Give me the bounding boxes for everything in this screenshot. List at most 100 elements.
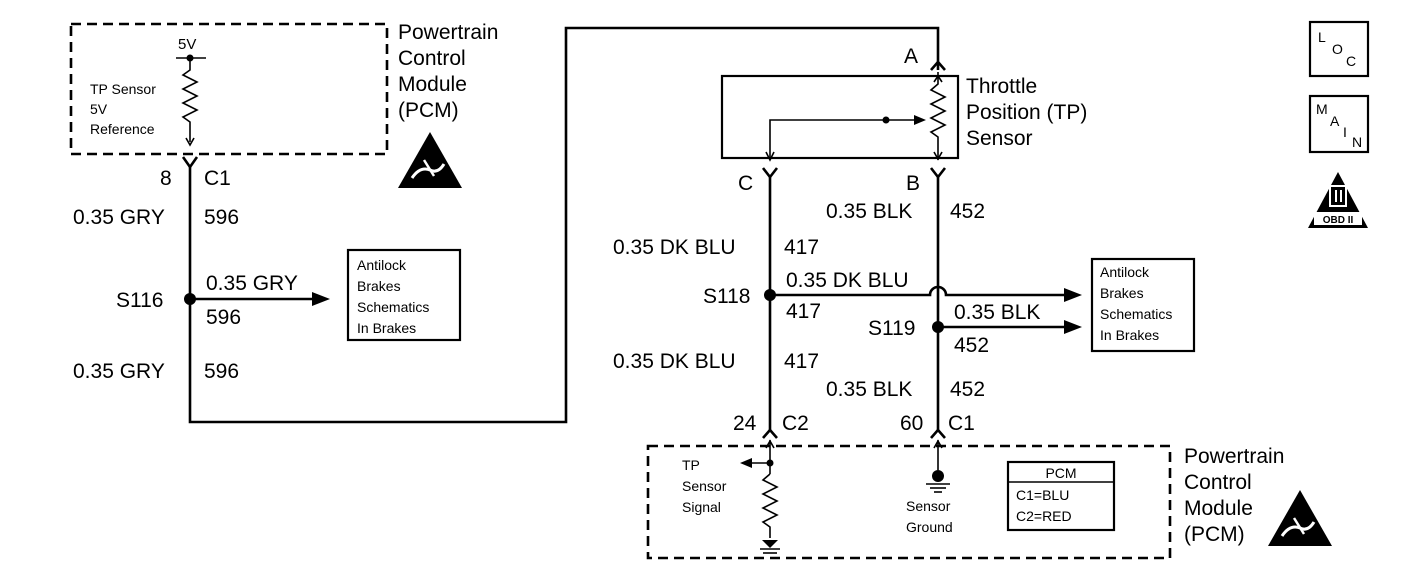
arrow-right-icon bbox=[1064, 320, 1082, 334]
signal-pin-connector bbox=[762, 428, 778, 439]
s118-label: S118 bbox=[703, 285, 751, 308]
loc-letter-l: L bbox=[1318, 29, 1326, 45]
abs-left-line-1: Antilock bbox=[357, 257, 407, 273]
pcm-top-module: Powertrain Control Module (PCM) 5V TP Se… bbox=[69, 21, 498, 190]
blu-wire-lower-circuit: 417 bbox=[784, 350, 819, 373]
tp-title-1: Throttle bbox=[966, 75, 1037, 98]
pcm-top-title-3: Module bbox=[398, 73, 467, 96]
blk-wire-lower-color: 0.35 BLK bbox=[826, 378, 912, 401]
pcm-top-internal-label-2: 5V bbox=[90, 101, 108, 117]
pcm-bottom-title-2: Control bbox=[1184, 471, 1252, 494]
loc-letter-c: C bbox=[1346, 53, 1356, 69]
tp-sensor-resistor bbox=[929, 72, 947, 160]
ground-icon bbox=[926, 470, 950, 493]
blu-wire-lower-color: 0.35 DK BLU bbox=[613, 350, 736, 373]
abs-right-line-3: Schematics bbox=[1100, 306, 1172, 322]
abs-right-line-2: Brakes bbox=[1100, 285, 1144, 301]
obd-ii-icon: OBD II bbox=[1308, 172, 1368, 228]
tp-title-3: Sensor bbox=[966, 127, 1033, 150]
ref-wire-upper-color: 0.35 GRY bbox=[73, 206, 165, 229]
tp-pin-a-connector bbox=[930, 60, 946, 71]
legend-line-2: C2=RED bbox=[1016, 508, 1072, 524]
blk-wire-lower-circuit: 452 bbox=[950, 378, 985, 401]
pcm-top-connector: C1 bbox=[204, 167, 231, 190]
main-letter-n: N bbox=[1352, 134, 1362, 150]
main-letter-i: I bbox=[1343, 124, 1347, 140]
splice-s118: S118 0.35 DK BLU 417 bbox=[703, 269, 1082, 323]
s119-branch-circuit: 452 bbox=[954, 334, 989, 357]
pcm-bottom-title-1: Powertrain bbox=[1184, 445, 1284, 468]
pcm-bottom-title-3: Module bbox=[1184, 497, 1253, 520]
tp-pin-a: A bbox=[904, 45, 918, 68]
pcm-top-pin: 8 bbox=[160, 167, 172, 190]
s119-label: S119 bbox=[868, 317, 916, 340]
splice-s116: S116 0.35 GRY 596 bbox=[116, 272, 330, 329]
s116-branch-color: 0.35 GRY bbox=[206, 272, 298, 295]
abs-right-line-4: In Brakes bbox=[1100, 327, 1159, 343]
reference-wire bbox=[188, 26, 940, 424]
signal-label-3: Signal bbox=[682, 499, 721, 515]
main-letter-a: A bbox=[1330, 113, 1340, 129]
arrow-left-icon bbox=[740, 458, 752, 468]
ground-pin-connector bbox=[930, 428, 946, 439]
blk-wire-upper-circuit: 452 bbox=[950, 200, 985, 223]
pcm-pulldown-resistor bbox=[761, 473, 779, 538]
signal-label-2: Sensor bbox=[682, 478, 727, 494]
tp-title-2: Position (TP) bbox=[966, 101, 1087, 124]
obd-ii-label: OBD II bbox=[1323, 215, 1354, 226]
arrow-right-icon bbox=[312, 292, 330, 306]
pcm-top-internal-label-1: TP Sensor bbox=[90, 81, 156, 97]
legend-line-1: C1=BLU bbox=[1016, 487, 1069, 503]
tp-pin-c: C bbox=[738, 172, 753, 195]
pcm-top-5v-label: 5V bbox=[178, 36, 196, 53]
ref-wire-lower-color: 0.35 GRY bbox=[73, 360, 165, 383]
abs-box-left: Antilock Brakes Schematics In Brakes bbox=[346, 248, 462, 342]
esd-warning-icon bbox=[1268, 490, 1332, 546]
main-icon: M A I N bbox=[1308, 94, 1370, 154]
pcm-top-title-1: Powertrain bbox=[398, 21, 498, 44]
abs-box-right: Antilock Brakes Schematics In Brakes bbox=[1090, 257, 1196, 353]
abs-right-line-1: Antilock bbox=[1100, 264, 1150, 280]
s116-branch-circuit: 596 bbox=[206, 306, 241, 329]
pcm-bottom-boundary bbox=[646, 444, 1172, 560]
blu-wire-upper-color: 0.35 DK BLU bbox=[613, 236, 736, 259]
pcm-bottom-title-4: (PCM) bbox=[1184, 523, 1245, 546]
tp-pin-c-connector bbox=[761, 167, 779, 180]
tp-pin-b-connector bbox=[929, 167, 947, 180]
legend-title: PCM bbox=[1045, 465, 1076, 481]
loc-letter-o: O bbox=[1332, 41, 1343, 57]
pcm-top-title-2: Control bbox=[398, 47, 466, 70]
pcm-bottom-ground-connector: C1 bbox=[948, 412, 975, 435]
tp-pin-b: B bbox=[906, 172, 920, 195]
ref-wire-lower-circuit: 596 bbox=[204, 360, 239, 383]
pcm-bottom-ground-pin: 60 bbox=[900, 412, 923, 435]
s118-branch-color: 0.35 DK BLU bbox=[786, 269, 909, 292]
blu-wire-upper-circuit: 417 bbox=[784, 236, 819, 259]
abs-left-line-4: In Brakes bbox=[357, 320, 416, 336]
abs-left-line-2: Brakes bbox=[357, 278, 401, 294]
s118-branch-circuit: 417 bbox=[786, 300, 821, 323]
signal-label-1: TP bbox=[682, 457, 700, 473]
ref-wire-upper-circuit: 596 bbox=[204, 206, 239, 229]
pcm-connector-legend: PCM C1=BLU C2=RED bbox=[1006, 460, 1116, 532]
ground-icon bbox=[760, 540, 780, 554]
pcm-top-internal-label-3: Reference bbox=[90, 121, 155, 137]
s119-branch-color: 0.35 BLK bbox=[954, 301, 1040, 324]
blk-wire-upper-color: 0.35 BLK bbox=[826, 200, 912, 223]
tp-sensor-housing bbox=[720, 74, 960, 160]
pcm-bottom-signal-connector: C2 bbox=[782, 412, 809, 435]
pcm-top-pin-connector bbox=[181, 156, 199, 170]
ground-label-2: Ground bbox=[906, 519, 953, 535]
tp-sensor: A Throttle Position (TP) Sensor C B bbox=[720, 45, 1087, 195]
arrow-right-icon bbox=[1064, 288, 1082, 302]
pcm-bottom-signal-pin: 24 bbox=[733, 412, 757, 435]
pcm-top-resistor bbox=[181, 58, 199, 142]
splice-s119: S119 0.35 BLK 452 bbox=[868, 301, 1082, 357]
loc-icon: L O C bbox=[1308, 20, 1370, 78]
main-letter-m: M bbox=[1316, 101, 1328, 117]
ground-label-1: Sensor bbox=[906, 498, 951, 514]
s116-label: S116 bbox=[116, 289, 164, 312]
pcm-top-title-4: (PCM) bbox=[398, 99, 459, 122]
esd-warning-icon bbox=[398, 132, 462, 188]
